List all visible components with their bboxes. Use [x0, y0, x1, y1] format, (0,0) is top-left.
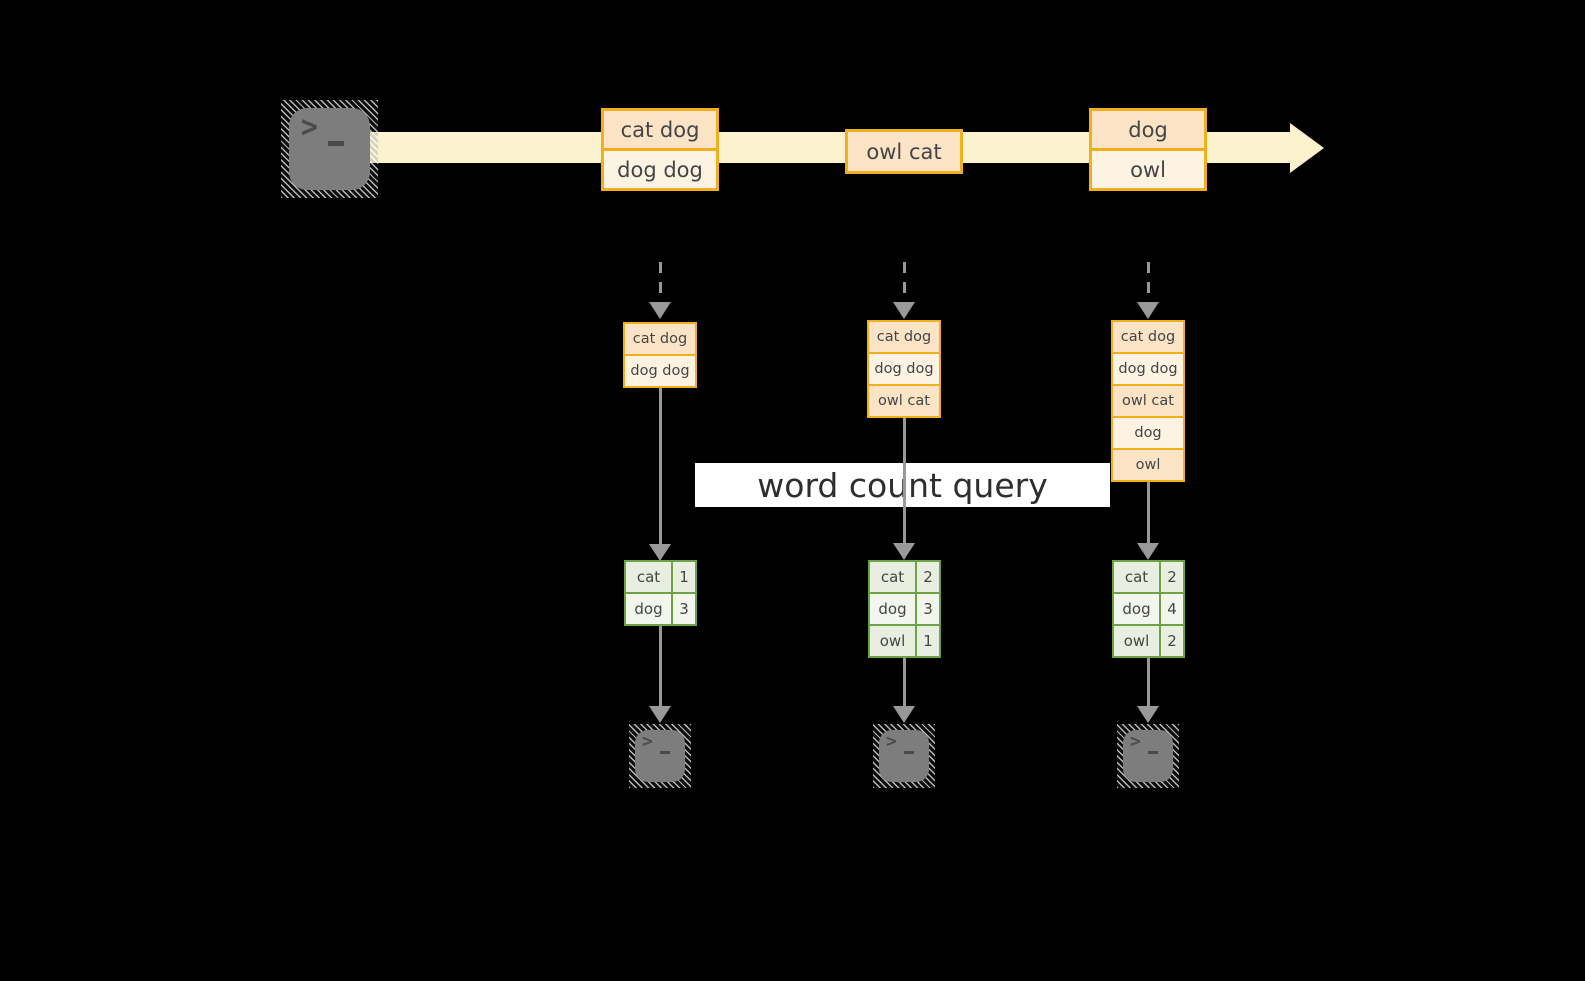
prompt-chevron-icon: >: [886, 731, 897, 752]
accumulated-row: dog dog: [625, 354, 695, 386]
count-row: dog 3: [626, 592, 695, 624]
accumulated-input-3: cat dog dog dog owl cat dog owl: [1111, 320, 1185, 482]
accumulated-input-1: cat dog dog dog: [623, 322, 697, 388]
terminal-window: >: [289, 108, 370, 190]
stream-event-row: dog: [1092, 111, 1204, 148]
arrow-down-dashed-icon: [1137, 262, 1159, 319]
count-value-cell: 1: [923, 632, 933, 650]
prompt-underscore-icon: [1148, 751, 1158, 754]
prompt-underscore-icon: [328, 141, 344, 146]
count-word-cell: owl: [1114, 626, 1161, 656]
terminal-window: >: [1123, 730, 1173, 782]
arrow-down-icon: [893, 418, 915, 560]
count-value-cell: 1: [679, 568, 689, 586]
count-word-cell: owl: [870, 626, 917, 656]
count-value-cell: 2: [923, 568, 933, 586]
arrow-down-icon: [1137, 658, 1159, 723]
stream-event-row: cat dog: [604, 111, 716, 148]
terminal-result-icon: >: [629, 724, 691, 788]
terminal-result-icon: >: [1117, 724, 1179, 788]
accumulated-input-2: cat dog dog dog owl cat: [867, 320, 941, 418]
prompt-chevron-icon: >: [642, 731, 653, 752]
count-value-cell: 4: [1167, 600, 1177, 618]
count-word-cell: cat: [870, 562, 917, 592]
count-word-cell: cat: [1114, 562, 1161, 592]
stream-event-row: owl: [1092, 148, 1204, 188]
count-table-2: cat 2 dog 3 owl 1: [868, 560, 941, 658]
count-row: owl 2: [1114, 624, 1183, 656]
terminal-source-icon: >: [281, 100, 378, 198]
count-value-cell: 3: [923, 600, 933, 618]
count-word-cell: cat: [626, 562, 673, 592]
stream-event-1: cat dog dog dog: [601, 108, 719, 191]
accumulated-row: owl cat: [1113, 384, 1183, 416]
count-row: dog 3: [870, 592, 939, 624]
accumulated-row: cat dog: [869, 322, 939, 352]
count-row: cat 1: [626, 562, 695, 592]
count-word-cell: dog: [870, 594, 917, 624]
accumulated-row: cat dog: [1113, 322, 1183, 352]
prompt-chevron-icon: >: [301, 108, 318, 145]
stream-event-row: dog dog: [604, 148, 716, 188]
accumulated-row: owl: [1113, 448, 1183, 480]
stream-event-2: owl cat: [845, 129, 963, 174]
count-value-cell: 2: [1167, 568, 1177, 586]
terminal-result-icon: >: [873, 724, 935, 788]
count-word-cell: dog: [626, 594, 673, 624]
arrow-down-icon: [649, 626, 671, 723]
count-row: owl 1: [870, 624, 939, 656]
arrow-down-dashed-icon: [649, 262, 671, 319]
arrow-down-icon: [1137, 482, 1159, 560]
count-word-cell: dog: [1114, 594, 1161, 624]
count-row: dog 4: [1114, 592, 1183, 624]
count-table-1: cat 1 dog 3: [624, 560, 697, 626]
count-value-cell: 2: [1167, 632, 1177, 650]
stream-event-3: dog owl: [1089, 108, 1207, 191]
prompt-underscore-icon: [904, 751, 914, 754]
terminal-window: >: [879, 730, 929, 782]
accumulated-row: dog: [1113, 416, 1183, 448]
stream-arrowhead-icon: [1290, 123, 1324, 173]
accumulated-row: dog dog: [869, 352, 939, 384]
prompt-underscore-icon: [660, 751, 670, 754]
count-row: cat 2: [1114, 562, 1183, 592]
accumulated-row: cat dog: [625, 324, 695, 354]
arrow-down-icon: [893, 658, 915, 723]
arrow-down-icon: [649, 388, 671, 561]
count-value-cell: 3: [679, 600, 689, 618]
stream-event-row: owl cat: [848, 132, 960, 171]
accumulated-row: owl cat: [869, 384, 939, 416]
prompt-chevron-icon: >: [1130, 731, 1141, 752]
arrow-down-dashed-icon: [893, 262, 915, 319]
count-row: cat 2: [870, 562, 939, 592]
terminal-window: >: [635, 730, 685, 782]
accumulated-row: dog dog: [1113, 352, 1183, 384]
count-table-3: cat 2 dog 4 owl 2: [1112, 560, 1185, 658]
